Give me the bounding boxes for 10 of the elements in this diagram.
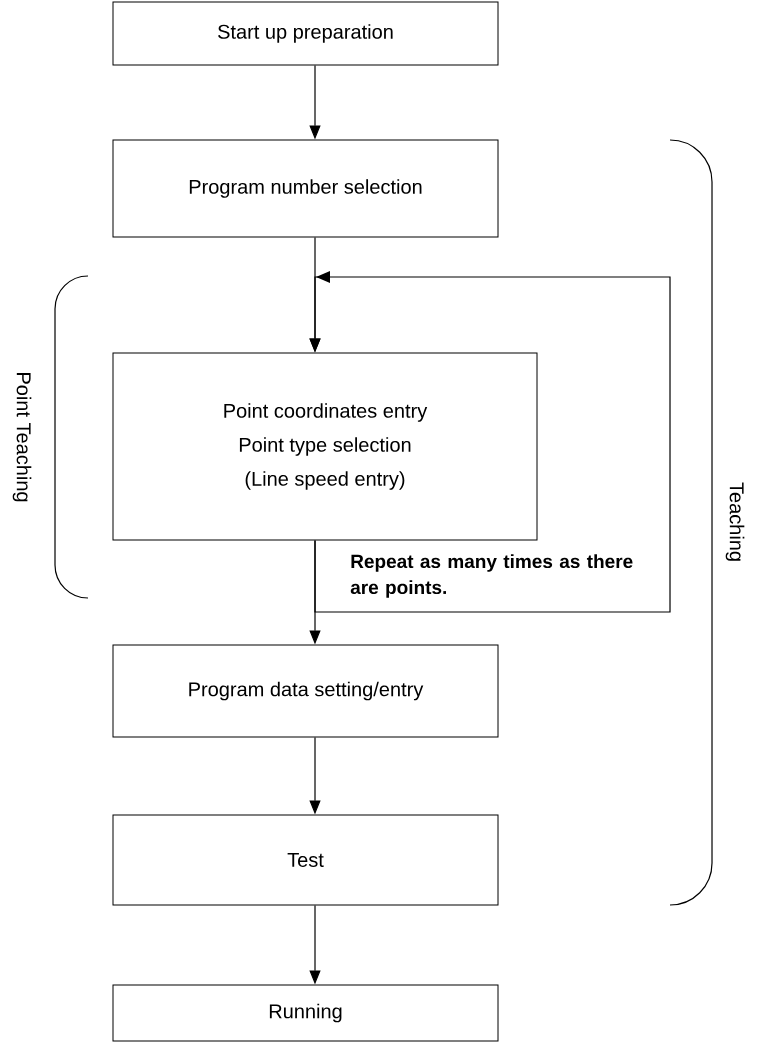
- arrow: [309, 271, 671, 613]
- edge-label: Repeat as many times as there are points.: [350, 554, 633, 598]
- bracket-label: Point Teaching: [12, 373, 32, 502]
- process-box: Program data setting/entry: [112, 644, 499, 738]
- process-box: Test: [112, 814, 499, 906]
- process-box: Running: [112, 984, 499, 1042]
- bracket-label: Teaching: [725, 482, 745, 561]
- process-box: Program number selection: [112, 139, 499, 238]
- process-box: Point coordinates entry Point type selection (Line speed entry): [112, 352, 538, 541]
- process-box: Start up preparation: [112, 1, 499, 66]
